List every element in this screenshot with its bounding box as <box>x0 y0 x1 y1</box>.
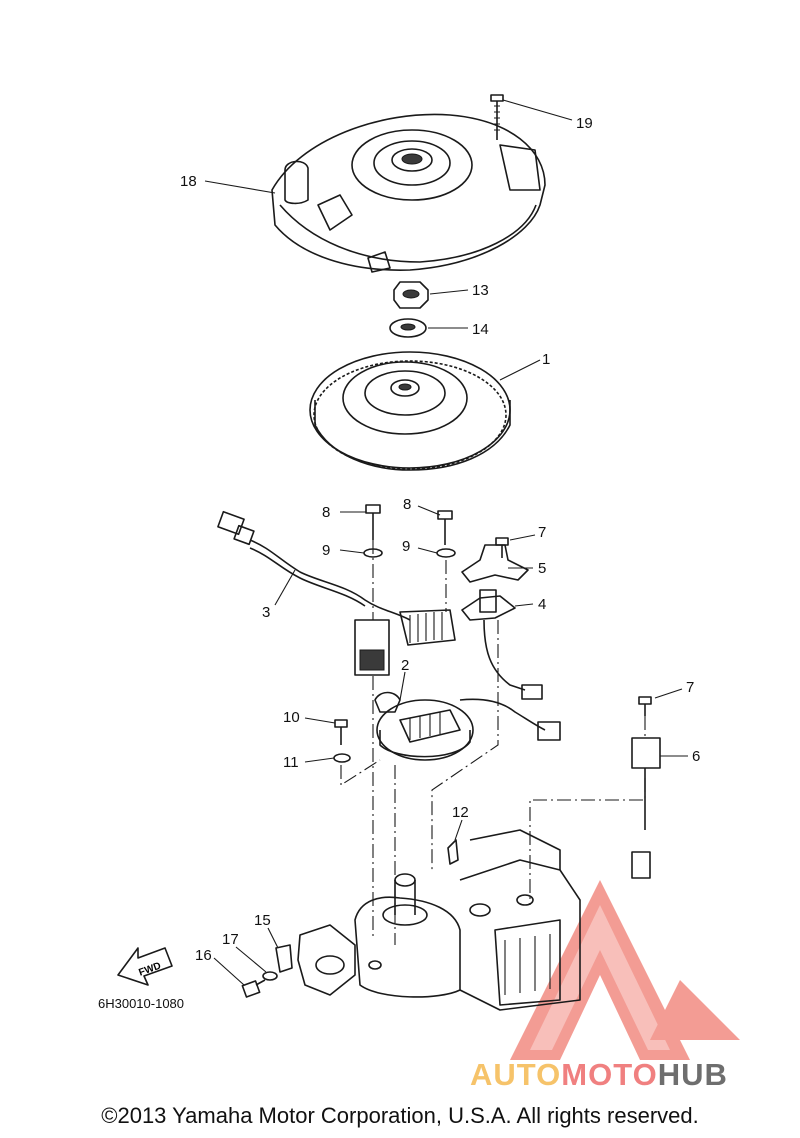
part-17-washer <box>262 971 278 981</box>
engine-crankcase <box>297 829 581 1011</box>
part-4-pulser-coil <box>461 589 543 700</box>
callout-labels: 19 18 13 14 1 8 8 9 9 7 5 4 3 2 10 11 7 … <box>180 115 700 964</box>
callout-15: 15 <box>254 912 271 929</box>
watermark-logo-icon <box>510 880 740 1060</box>
callout-7-lower: 7 <box>686 679 694 696</box>
callout-2: 2 <box>401 657 409 674</box>
callout-5: 5 <box>538 560 546 577</box>
callout-19: 19 <box>576 115 593 132</box>
part-14-washer <box>389 318 427 338</box>
part-11-washer <box>333 753 351 763</box>
callout-9-right: 9 <box>402 538 410 555</box>
callout-11: 11 <box>283 754 299 771</box>
callout-14: 14 <box>472 321 489 338</box>
part-7-screw-upper <box>495 537 509 558</box>
part-7-screw-lower <box>638 696 652 716</box>
callout-6: 6 <box>692 748 700 765</box>
assembly-lines <box>340 540 646 945</box>
callout-17: 17 <box>222 931 239 948</box>
part-15-bracket <box>275 944 293 973</box>
watermark-brand: AUTOMOTOHUB <box>470 1057 728 1093</box>
part-16-bolt <box>241 979 266 998</box>
copyright-notice: ©2013 Yamaha Motor Corporation, U.S.A. A… <box>101 1103 699 1128</box>
part-13-nut <box>393 281 429 309</box>
part-19-screw <box>490 94 504 140</box>
part-3-rectifier-harness <box>217 510 456 676</box>
part-9-washer-right <box>436 548 456 558</box>
part-18-flywheel-cover <box>271 113 546 273</box>
part-8-bolt-left <box>365 504 381 540</box>
callout-8-right: 8 <box>403 496 411 513</box>
callout-1: 1 <box>542 351 550 368</box>
watermark-text-auto: AUTO <box>470 1057 562 1092</box>
part-2-charge-coil <box>374 691 561 761</box>
leader-lines <box>204 99 688 986</box>
part-code: 6H30010-1080 <box>98 996 185 1011</box>
callout-12: 12 <box>452 804 469 821</box>
part-8-bolt-right <box>437 510 453 545</box>
callout-7-upper: 7 <box>538 524 546 541</box>
watermark-text-moto: MOTO <box>561 1057 658 1092</box>
callout-9-left: 9 <box>322 542 330 559</box>
callout-4: 4 <box>538 596 546 613</box>
callout-16: 16 <box>195 947 212 964</box>
part-6-sensor-connector <box>631 737 661 879</box>
fwd-arrow-icon: FWD <box>117 947 173 986</box>
callout-8-left: 8 <box>322 504 330 521</box>
callout-18: 18 <box>180 173 197 190</box>
part-5-clamp <box>461 544 529 583</box>
callout-3: 3 <box>262 604 270 621</box>
fwd-label: FWD <box>137 961 162 979</box>
callout-10: 10 <box>283 709 300 726</box>
part-1-flywheel <box>309 351 511 471</box>
callout-13: 13 <box>472 282 489 299</box>
part-12-key <box>447 839 459 865</box>
part-10-bolt <box>334 719 348 745</box>
watermark-text-hub: HUB <box>657 1057 728 1092</box>
